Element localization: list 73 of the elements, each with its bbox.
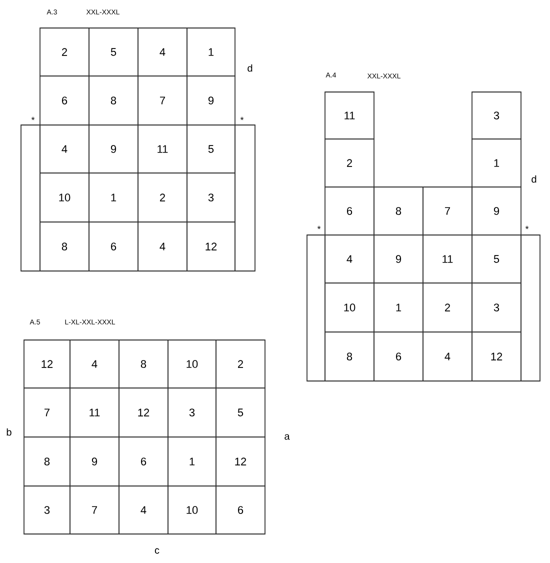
square-cell: 2 [216, 340, 266, 388]
square-cell: 12 [24, 340, 70, 388]
square-cell: 8 [118, 340, 168, 388]
square-cell: 7 [422, 186, 472, 236]
square-cell: 10 [168, 486, 216, 534]
square-cell: 8 [88, 76, 138, 126]
square-cell: 11 [324, 92, 374, 140]
label: * [31, 116, 35, 120]
square-cell: 3 [168, 388, 216, 438]
square-cell: 9 [186, 76, 236, 126]
square-cell: 12 [216, 436, 266, 486]
square-cell: 4 [118, 486, 168, 534]
label: a [284, 434, 290, 440]
square-cell: 4 [324, 234, 374, 284]
label: d [248, 64, 252, 72]
square-cell: 5 [216, 388, 266, 438]
side-strip [234, 124, 256, 272]
square-cell: 4 [138, 222, 188, 272]
square-cell: 3 [24, 486, 70, 534]
square-cell: 6 [118, 436, 168, 486]
side-strip [306, 234, 326, 382]
square-cell: 11 [70, 388, 120, 438]
square-cell: 4 [138, 28, 188, 76]
square-cell: 11 [138, 124, 188, 174]
square-cell: 1 [168, 436, 216, 486]
square-cell: 3 [472, 92, 522, 140]
square-cell: 10 [324, 282, 374, 332]
square-cell: 5 [88, 28, 138, 76]
square-cell: 9 [70, 436, 120, 486]
square-cell: 1 [374, 282, 424, 332]
square-cell: 4 [70, 340, 120, 388]
square-cell: 1 [186, 28, 236, 76]
square-cell: 6 [40, 76, 90, 126]
square-cell: 4 [422, 332, 472, 382]
label: * [240, 116, 244, 120]
label: c [154, 548, 160, 554]
square-cell: 9 [374, 234, 424, 284]
label: d [532, 175, 536, 183]
square-cell: 8 [324, 332, 374, 382]
square-cell: 5 [186, 124, 236, 174]
square-cell: 11 [422, 234, 472, 284]
square-cell: 6 [374, 332, 424, 382]
label: b [6, 428, 12, 436]
square-cell: 2 [324, 138, 374, 188]
square-cell: 6 [88, 222, 138, 272]
side-strip [20, 124, 40, 272]
square-cell: 10 [40, 172, 90, 222]
square-cell: 4 [40, 124, 90, 174]
label: * [317, 226, 321, 230]
side-strip [520, 234, 540, 382]
square-cell: 2 [422, 282, 472, 332]
square-cell: 9 [88, 124, 138, 174]
square-cell: 6 [216, 486, 266, 534]
square-cell: 8 [374, 186, 424, 236]
square-cell: 1 [88, 172, 138, 222]
square-cell: 3 [472, 282, 522, 332]
square-cell: 7 [138, 76, 188, 126]
square-cell: 12 [118, 388, 168, 438]
square-cell: 8 [24, 436, 70, 486]
square-cell: 6 [324, 186, 374, 236]
square-cell: 8 [40, 222, 90, 272]
square-cell: 7 [24, 388, 70, 438]
square-cell: 2 [40, 28, 90, 76]
square-cell: 3 [186, 172, 236, 222]
square-cell: 7 [70, 486, 120, 534]
square-cell: 10 [168, 340, 216, 388]
square-cell: 12 [472, 332, 522, 382]
label: * [525, 226, 529, 230]
square-cell: 9 [472, 186, 522, 236]
square-cell: 12 [186, 222, 236, 272]
square-cell: 2 [138, 172, 188, 222]
square-cell: 1 [472, 138, 522, 188]
square-cell: 5 [472, 234, 522, 284]
